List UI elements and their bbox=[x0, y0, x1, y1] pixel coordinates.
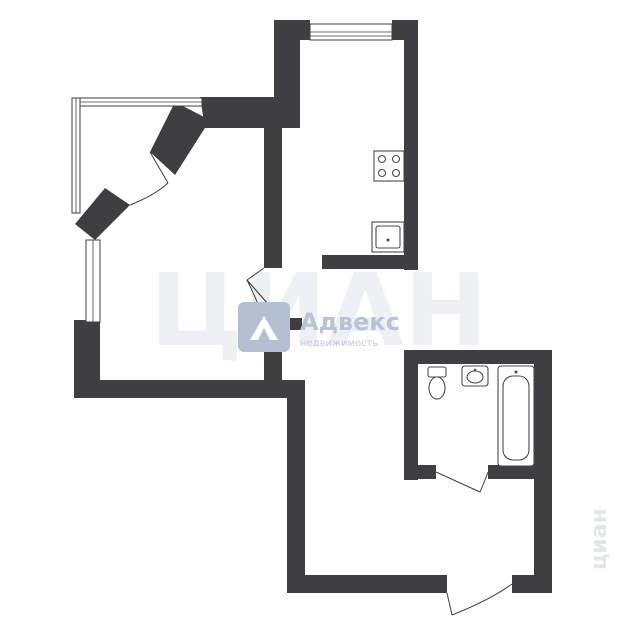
kitchen-walls bbox=[274, 20, 418, 270]
bay-windows bbox=[71, 97, 203, 323]
kitchen-window bbox=[309, 23, 393, 41]
agency-logo bbox=[238, 302, 290, 352]
bathroom-door bbox=[435, 471, 481, 493]
entrance-door bbox=[446, 592, 453, 616]
bathroom-sink bbox=[461, 365, 489, 387]
agency-brand: Адвекс bbox=[300, 308, 400, 336]
corner-watermark: циан bbox=[587, 508, 612, 570]
hallway-walls bbox=[287, 350, 552, 593]
bay-door bbox=[149, 151, 169, 184]
stove bbox=[373, 150, 405, 182]
toilet bbox=[427, 366, 447, 400]
bathtub bbox=[497, 365, 535, 467]
bathroom-walls bbox=[404, 350, 552, 480]
living-room-door bbox=[246, 267, 265, 281]
background-watermark: ЦИАН bbox=[150, 252, 488, 369]
kitchen-sink bbox=[371, 221, 405, 253]
agency-tagline: недвижимость bbox=[300, 338, 378, 349]
